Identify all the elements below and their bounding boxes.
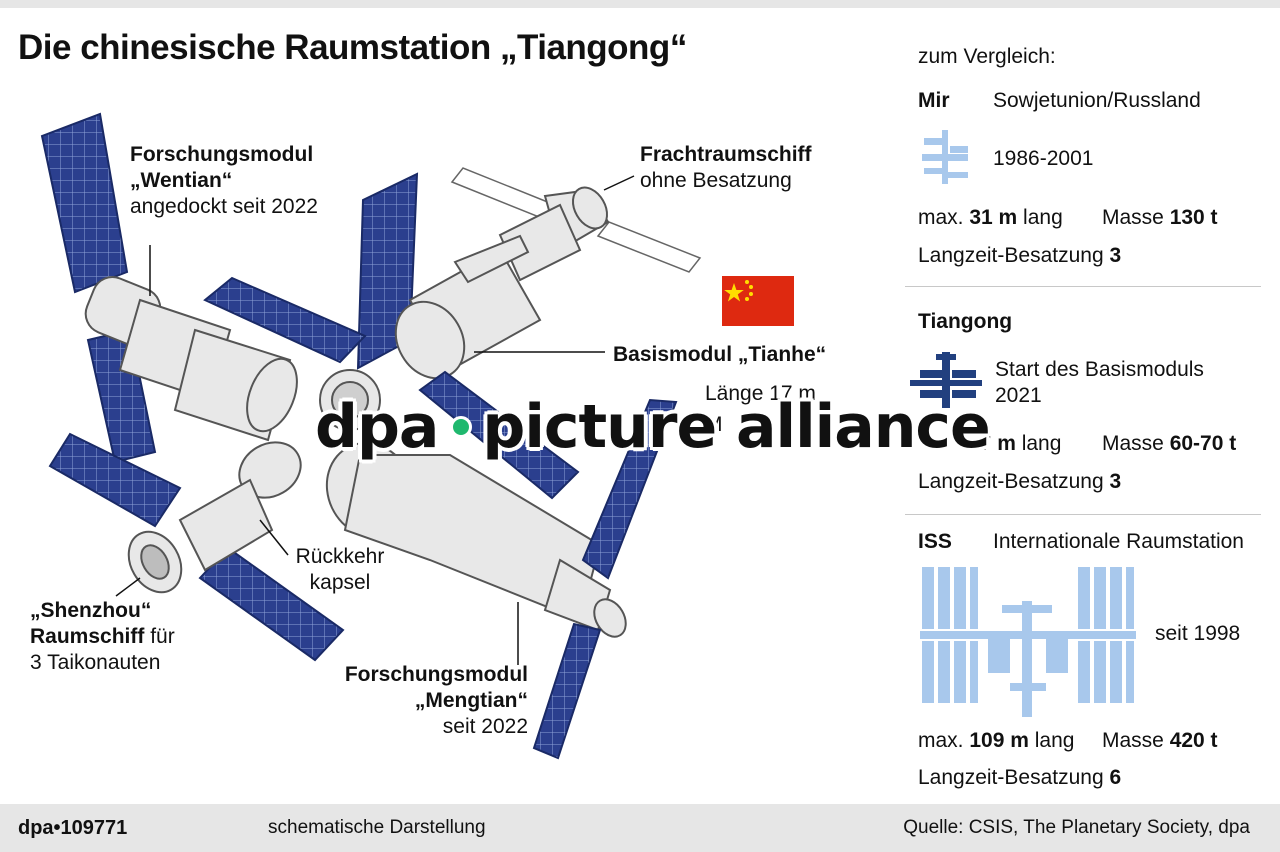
china-flag bbox=[722, 276, 794, 326]
footer-source: Quelle: CSIS, The Planetary Society, dpa bbox=[903, 817, 1250, 838]
tiangong-start-line2: 2021 bbox=[995, 384, 1042, 407]
tiangong-length: 37 m lang bbox=[968, 431, 1061, 457]
footer-note: schematische Darstellung bbox=[268, 817, 486, 838]
mir-length-pre: max. bbox=[918, 206, 970, 229]
cargo-ship-body bbox=[498, 186, 610, 282]
footer: dpa•109771 schematische Darstellung Quel… bbox=[0, 804, 1280, 852]
label-wentian-name: Forschungsmodul bbox=[130, 143, 314, 166]
mir-length: max. 31 m lang bbox=[918, 205, 1063, 231]
iss-crew-val: 6 bbox=[1109, 766, 1122, 789]
label-mengtian-sub: „Mengtian“ bbox=[414, 689, 528, 712]
mir-station-icon bbox=[922, 130, 968, 184]
station-diagram bbox=[40, 112, 702, 760]
shenzhou-spacecraft bbox=[127, 441, 302, 594]
tiangong-crew: Langzeit-Besatzung 3 bbox=[918, 469, 1121, 495]
mir-origin: Sowjetunion/Russland bbox=[993, 89, 1201, 112]
tiangong-name-text: Tiangong bbox=[918, 310, 1013, 333]
watermark-dpa: dpa bbox=[315, 392, 439, 462]
tiangong-start: Start des Basismoduls 2021 bbox=[995, 357, 1204, 409]
mir-years: 1986-2001 bbox=[993, 147, 1094, 170]
mir-mass: Masse 130 t bbox=[1102, 205, 1218, 231]
tiangong-start-line1: Start des Basismoduls bbox=[995, 358, 1204, 381]
label-shenzhou: „Shenzhou“ Raumschiff für 3 Taikonauten bbox=[30, 598, 175, 676]
label-wentian-sub: „Wentian“ bbox=[130, 169, 233, 192]
label-mengtian: Forschungsmodul „Mengtian“ seit 2022 bbox=[330, 662, 528, 740]
wentian-module bbox=[84, 276, 298, 442]
tiangong-length-post: lang bbox=[1015, 432, 1062, 455]
iss-full: Internationale Raumstation bbox=[993, 530, 1244, 553]
label-shenzhou-spacecraft: Raumschiff bbox=[30, 625, 145, 648]
iss-mass-val: 420 t bbox=[1169, 729, 1218, 752]
solar-panel bbox=[40, 112, 129, 294]
label-return-capsule-line2: kapsel bbox=[309, 571, 371, 594]
label-shenzhou-for: für bbox=[144, 625, 175, 648]
mir-mass-pre: Masse bbox=[1102, 206, 1170, 229]
iss-station-icon bbox=[920, 567, 1136, 717]
label-tianhe: Basismodul „Tianhe“ bbox=[613, 342, 826, 368]
separator bbox=[905, 514, 1261, 515]
tiangong-station-icon bbox=[910, 352, 982, 408]
tiangong-mass-pre: Masse bbox=[1102, 432, 1170, 455]
label-tianhe-name: Basismodul „Tianhe“ bbox=[613, 343, 827, 366]
mir-crew-val: 3 bbox=[1109, 244, 1122, 267]
comparison-heading: zum Vergleich: bbox=[918, 45, 1056, 68]
tiangong-crew-val: 3 bbox=[1109, 470, 1122, 493]
iss-crew: Langzeit-Besatzung 6 bbox=[918, 765, 1121, 791]
watermark: dpa picture alliance bbox=[315, 392, 991, 472]
mir-crew: Langzeit-Besatzung 3 bbox=[918, 243, 1121, 269]
leader-lines bbox=[115, 175, 635, 665]
solar-panel bbox=[48, 432, 182, 528]
mengtian-module bbox=[325, 442, 627, 638]
tianhe-module bbox=[319, 234, 542, 431]
tiangong-mass-val: 60-70 t bbox=[1169, 432, 1237, 455]
iss-mass: Masse 420 t bbox=[1102, 728, 1218, 754]
mir-name: Mir bbox=[918, 88, 950, 114]
label-mengtian-name: Forschungsmodul bbox=[344, 663, 528, 686]
iss-length: max. 109 m lang bbox=[918, 728, 1074, 754]
tiangong-length-val: 37 m bbox=[968, 432, 1016, 455]
mir-mass-val: 130 t bbox=[1169, 206, 1218, 229]
label-cargo-ship: Frachtraumschiff ohne Besatzung bbox=[640, 142, 812, 194]
label-tianhe-length: Länge 17 m bbox=[705, 382, 816, 405]
iss-length-pre: max. bbox=[918, 729, 970, 752]
separator bbox=[905, 286, 1261, 287]
iss-mass-pre: Masse bbox=[1102, 729, 1170, 752]
solar-panel bbox=[581, 398, 678, 580]
watermark-dot bbox=[450, 416, 473, 439]
iss-crew-pre: Langzeit-Besatzung bbox=[918, 766, 1110, 789]
label-tianhe-more: M bbox=[705, 413, 723, 436]
iss-name: ISS bbox=[918, 529, 952, 555]
iss-name-text: ISS bbox=[918, 530, 952, 553]
label-shenzhou-line2: Raumschiff für bbox=[30, 624, 175, 650]
footer-graphic-id: dpa•109771 bbox=[18, 817, 128, 839]
mir-length-post: lang bbox=[1017, 206, 1063, 229]
label-wentian-desc: angedockt seit 2022 bbox=[130, 195, 318, 218]
solar-panel bbox=[203, 276, 367, 364]
mir-name-text: Mir bbox=[918, 89, 950, 112]
page-title: Die chinesische Raumstation „Tiangong“ bbox=[18, 28, 687, 67]
label-wentian: Forschungsmodul „Wentian“ angedockt seit… bbox=[130, 142, 318, 220]
iss-length-val: 109 m bbox=[969, 729, 1029, 752]
mir-crew-pre: Langzeit-Besatzung bbox=[918, 244, 1110, 267]
iss-length-post: lang bbox=[1028, 729, 1075, 752]
label-cargo-ship-name: Frachtraumschiff bbox=[640, 143, 812, 166]
tiangong-name: Tiangong bbox=[918, 309, 1012, 335]
top-strip bbox=[0, 0, 1280, 8]
cargo-ship-panels bbox=[450, 167, 702, 273]
label-shenzhou-name: „Shenzhou“ bbox=[30, 599, 152, 622]
label-return-capsule: Rückkehr kapsel bbox=[290, 544, 390, 596]
label-mengtian-desc: seit 2022 bbox=[442, 715, 528, 738]
label-return-capsule-line1: Rückkehr bbox=[295, 545, 385, 568]
mir-length-val: 31 m bbox=[969, 206, 1018, 229]
solar-panel bbox=[418, 370, 580, 500]
tiangong-mass: Masse 60-70 t bbox=[1102, 431, 1236, 457]
solar-panel bbox=[532, 622, 602, 760]
iss-since: seit 1998 bbox=[1155, 622, 1241, 645]
tiangong-crew-pre: Langzeit-Besatzung bbox=[918, 470, 1110, 493]
watermark-picture-alliance: picture alliance bbox=[482, 392, 990, 462]
label-shenzhou-line3: 3 Taikonauten bbox=[30, 651, 161, 674]
label-cargo-ship-desc: ohne Besatzung bbox=[640, 169, 792, 192]
